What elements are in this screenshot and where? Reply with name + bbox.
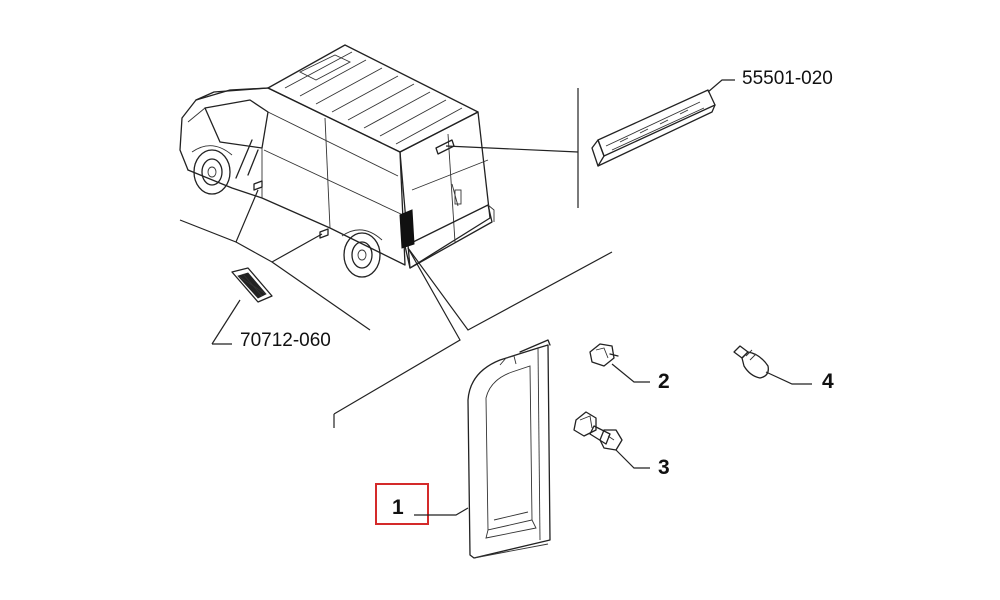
van-taillight <box>399 209 415 249</box>
high-stop-lamp-code: 55501-020 <box>742 68 833 89</box>
screw-stud-part <box>573 411 623 451</box>
taillight-housing-part <box>467 339 551 559</box>
callout-number-1: 1 <box>392 496 404 519</box>
light-bulb-part <box>733 345 769 379</box>
bulb-holder-part <box>589 343 619 367</box>
high-stop-lamp-part <box>591 79 735 167</box>
callout-number-4: 4 <box>822 370 834 393</box>
callout-number-3: 3 <box>658 456 670 479</box>
callout-number-2: 2 <box>658 370 670 393</box>
callout-1-highlight-box <box>375 483 429 525</box>
side-marker-lamp-code: 70712-060 <box>240 330 331 351</box>
rear-wheel <box>343 232 381 278</box>
front-wheel <box>193 149 231 195</box>
leader-lines <box>179 88 613 428</box>
side-marker-lamp-part <box>231 267 273 303</box>
van-illustration <box>179 44 495 278</box>
